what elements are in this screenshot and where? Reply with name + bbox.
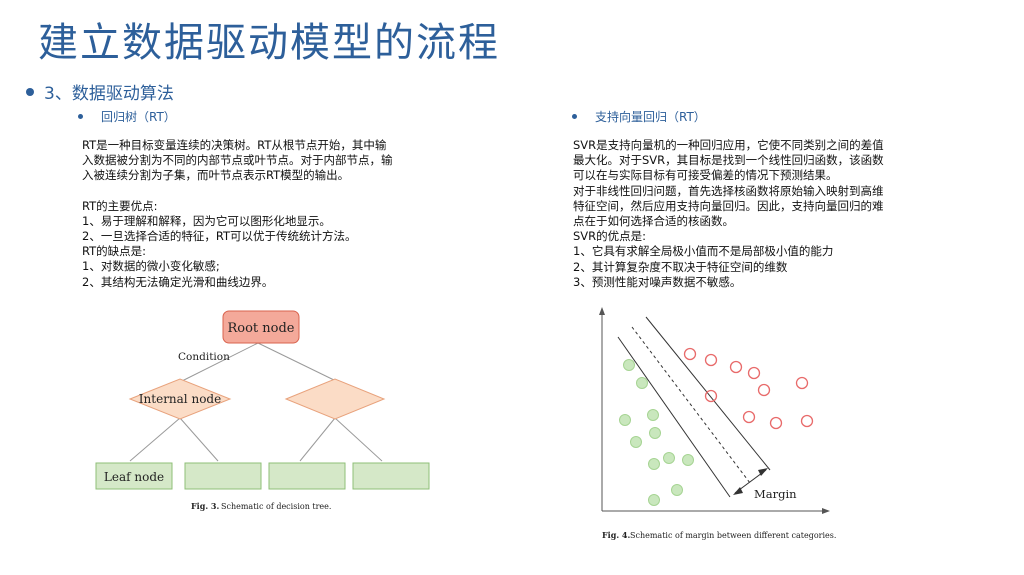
rt-line: 1、易于理解和解释，因为它可以图形化地显示。	[82, 213, 331, 228]
internal-node	[284, 378, 386, 420]
svr-margin-figure: Margin Fig. 4. Schematic of margin betwe…	[599, 307, 836, 540]
fig4-caption: Schematic of margin between different ca…	[630, 531, 836, 540]
svr-line: SVR的优点是:	[573, 229, 647, 244]
section-heading: 3、数据驱动算法	[26, 79, 174, 104]
margin-arrow-icon	[733, 487, 743, 495]
rt-line: 2、其结构无法确定光滑和曲线边界。	[82, 274, 274, 289]
rt-line: 1、对数据的微小变化敏感;	[82, 259, 220, 274]
rt-line: RT的缺点是:	[82, 244, 147, 259]
leaf-node	[95, 462, 173, 490]
svr-line: SVR是支持向量机的一种回归应用，它使不同类别之间的差值	[573, 138, 884, 152]
svr-line: 最大化。对于SVR，其目标是找到一个线性回归函数，该函数	[573, 153, 884, 168]
rt-description: RT是一种目标变量连续的决策树。RT从根节点开始，其中输 入数据被分割为不同的内…	[82, 138, 442, 290]
root-node	[222, 310, 300, 344]
svr-line: 3、预测性能对噪声数据不敏感。	[573, 274, 742, 289]
fig4-caption-bold: Fig. 4.	[602, 530, 630, 540]
bullet-dot-icon	[572, 114, 577, 119]
leaf-node	[268, 462, 346, 490]
condition-label: Condition	[178, 351, 230, 363]
svr-heading-label: 支持向量回归（RT）	[595, 110, 706, 124]
fig3-caption: Schematic of decision tree.	[221, 502, 331, 511]
svr-line: 2、其计算复杂度不取决于特征空间的维数	[573, 259, 788, 274]
green-points	[619, 359, 694, 506]
svr-description: SVR是支持向量机的一种回归应用，它使不同类别之间的差值 最大化。对于SVR，其…	[573, 138, 953, 290]
fig3-caption-bold: Fig. 3.	[191, 501, 219, 511]
x-axis-arrow-icon	[822, 508, 830, 514]
rt-heading-label: 回归树（RT）	[101, 110, 176, 124]
internal-node-label: Internal node	[139, 392, 221, 406]
section-label: 3、数据驱动算法	[44, 84, 174, 104]
bullet-dot-icon	[78, 114, 83, 119]
rt-line: RT的主要优点:	[82, 198, 158, 213]
root-node-label: Root node	[227, 321, 294, 336]
decision-tree-figure: Root node Condition Internal node Leaf n…	[95, 310, 430, 511]
slide-title: 建立数据驱动模型的流程	[38, 20, 500, 66]
svr-line: 1、它具有求解全局极小值而不是局部极小值的能力	[573, 244, 834, 259]
svr-line: 点在于如何选择合适的核函数。	[573, 214, 734, 229]
margin-arrow-icon	[758, 468, 768, 476]
margin-label: Margin	[754, 487, 797, 501]
rt-heading: 回归树（RT）	[78, 108, 176, 125]
leaf-node	[184, 462, 262, 490]
rt-line: 2、一旦选择合适的特征，RT可以优于传统统计方法。	[82, 229, 357, 244]
rt-line: 入被连续分割为子集，而叶节点表示RT模型的输出。	[82, 168, 350, 183]
svr-line: 可以在与实际目标有可接受偏差的情况下预测结果。	[573, 168, 838, 183]
rt-line: 入数据被分割为不同的内部节点或叶节点。对于内部节点，输	[82, 153, 393, 168]
svr-line: 特征空间，然后应用支持向量回归。因此，支持向量回归的难	[573, 198, 884, 213]
rt-line: RT是一种目标变量连续的决策树。RT从根节点开始，其中输	[82, 138, 387, 152]
leaf-node	[352, 462, 430, 490]
svr-heading: 支持向量回归（RT）	[572, 108, 706, 125]
internal-node	[128, 378, 232, 420]
y-axis-arrow-icon	[599, 307, 605, 315]
svr-line: 对于非线性回归问题，首先选择核函数将原始输入映射到高维	[573, 183, 884, 198]
bullet-dot-icon	[26, 88, 34, 96]
red-points	[683, 347, 814, 430]
leaf-node-label: Leaf node	[104, 470, 164, 484]
